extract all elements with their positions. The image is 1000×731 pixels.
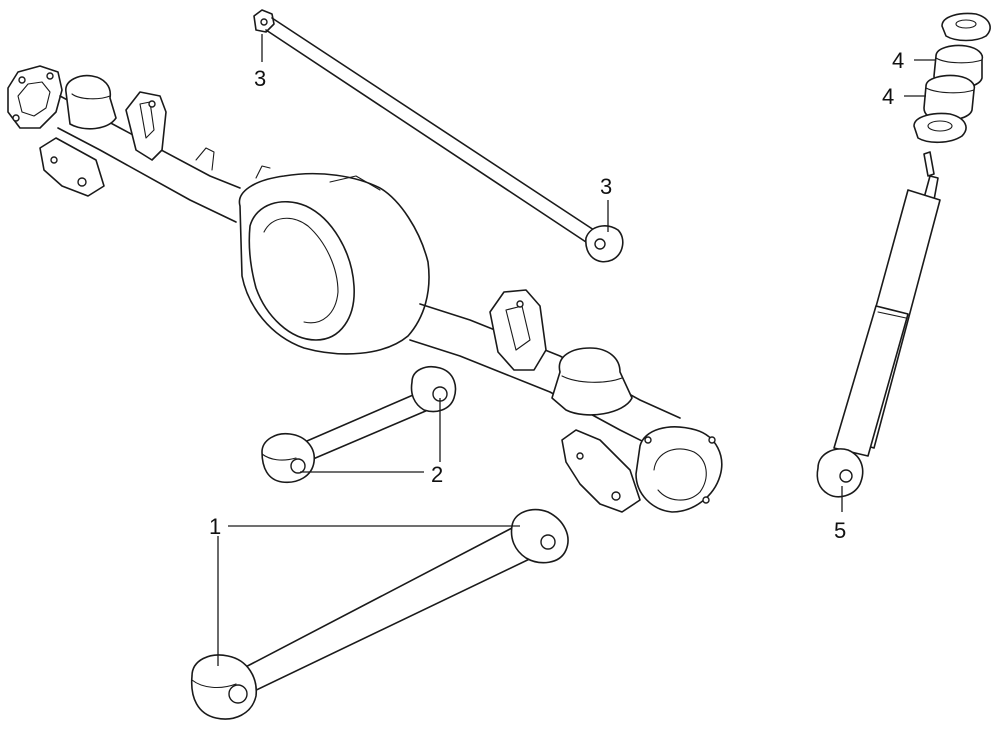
shock-absorber <box>816 151 941 498</box>
callout-leaders <box>217 34 936 666</box>
callout-label-3-right: 3 <box>600 174 612 199</box>
lower-control-arm <box>190 508 569 720</box>
rear-axle-housing <box>7 65 723 513</box>
upper-control-arm <box>261 366 457 484</box>
callout-label-5: 5 <box>834 518 846 543</box>
callout-label-4-upper: 4 <box>892 48 904 73</box>
callout-label-2: 2 <box>431 462 443 487</box>
shock-mount-parts <box>913 12 991 144</box>
callout-label-1: 1 <box>209 514 221 539</box>
callout-label-3-upper: 3 <box>254 66 266 91</box>
callout-label-4-lower: 4 <box>882 84 894 109</box>
lateral-rod <box>253 9 624 263</box>
